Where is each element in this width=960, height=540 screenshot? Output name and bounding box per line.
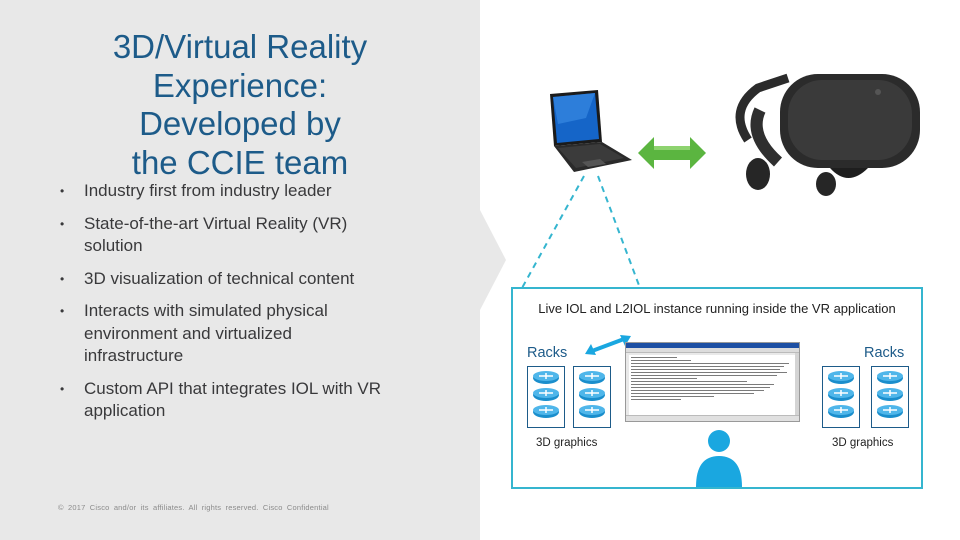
panel-pointer — [480, 210, 506, 310]
router-rack — [527, 366, 565, 428]
graphics-left-label: 3D graphics — [536, 437, 598, 449]
bidirectional-arrow-icon — [638, 137, 706, 169]
title-line: Developed by — [139, 105, 341, 142]
router-icon — [533, 371, 559, 418]
racks-right-label: Racks — [864, 345, 905, 361]
title-line: 3D/Virtual Reality — [112, 28, 368, 65]
router-rack — [573, 366, 611, 428]
bullet-list: Industry first from industry leader Stat… — [60, 180, 390, 433]
router-icon — [579, 371, 605, 418]
racks-left-label: Racks — [527, 345, 568, 361]
bidirectional-arrow-icon — [585, 335, 631, 355]
router-rack — [871, 366, 909, 428]
vr-application-panel: Live IOL and L2IOL instance running insi… — [511, 287, 923, 489]
bullet-item: Custom API that integrates IOL with VR a… — [60, 378, 390, 423]
vr-caption: Live IOL and L2IOL instance running insi… — [538, 301, 896, 316]
graphics-right-label: 3D graphics — [832, 437, 894, 449]
footer-copyright: © 2017 Cisco and/or its affiliates. All … — [58, 503, 329, 512]
router-icon — [828, 371, 854, 418]
left-text-panel: 3D/Virtual Reality Experience: Developed… — [0, 0, 480, 540]
slide-title: 3D/Virtual Reality Experience: Developed… — [40, 28, 440, 182]
bullet-item: Industry first from industry leader — [60, 180, 390, 203]
terminal-window — [625, 342, 800, 422]
vr-headset-icon — [735, 73, 920, 196]
bullet-item: 3D visualization of technical content — [60, 268, 390, 291]
router-icon — [877, 371, 903, 418]
bullet-item: Interacts with simulated physical enviro… — [60, 300, 390, 368]
title-line: Experience: — [152, 66, 328, 104]
bullet-item: State-of-the-art Virtual Reality (VR) so… — [60, 213, 390, 258]
title-line: the CCIE team — [131, 143, 349, 181]
router-rack — [822, 366, 860, 428]
laptop-icon — [550, 90, 632, 172]
user-icon — [696, 430, 742, 487]
